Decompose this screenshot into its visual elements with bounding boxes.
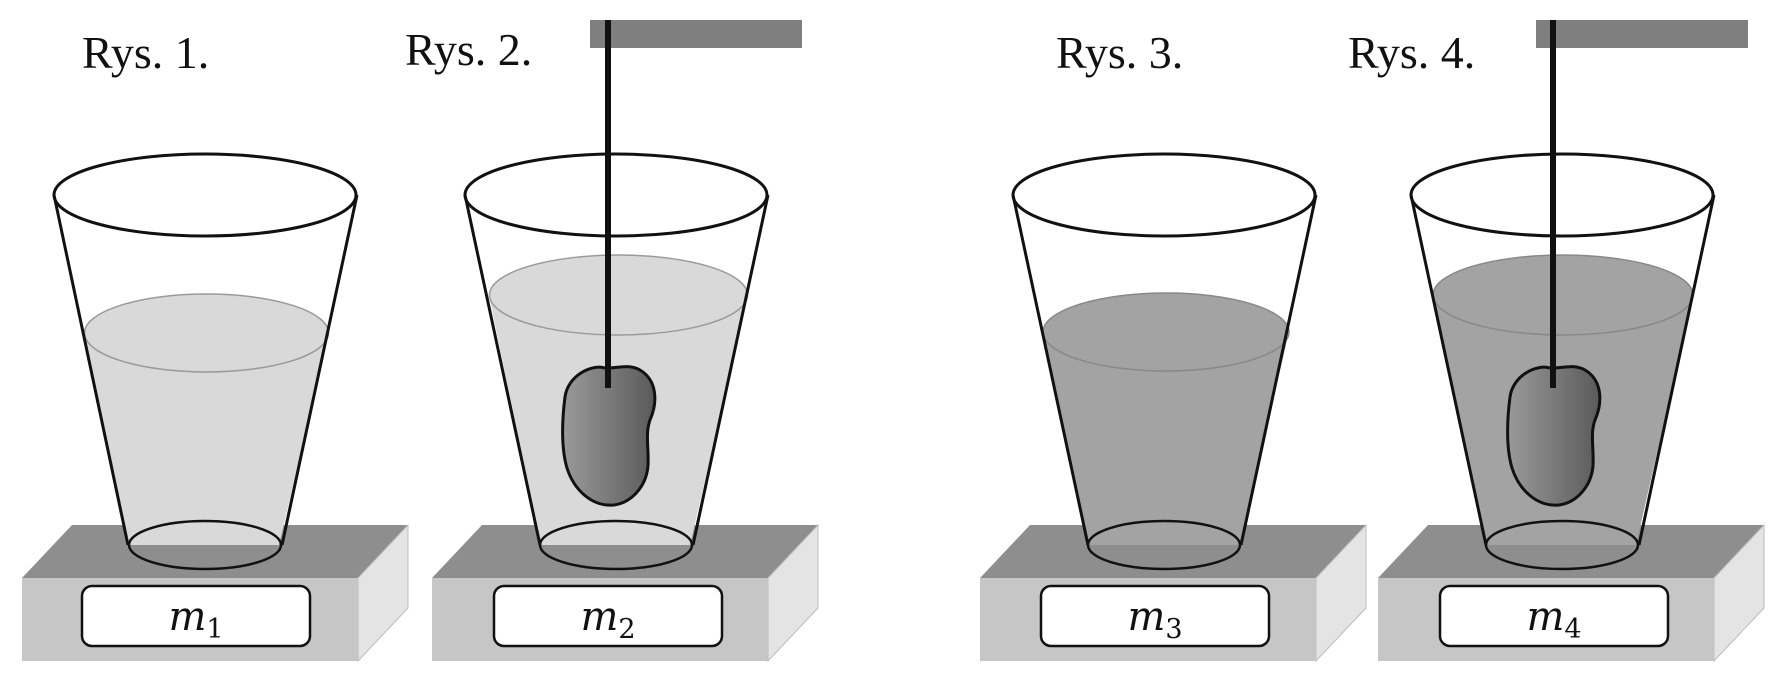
- beaker-wall-left: [463, 194, 542, 546]
- beaker-wall-right: [1637, 194, 1716, 546]
- beaker: [1011, 152, 1318, 571]
- beaker-rim: [1011, 152, 1317, 238]
- figure-label: Rys. 4.: [1348, 27, 1475, 78]
- beaker-base: [127, 519, 283, 571]
- figure-label: Rys. 3.: [1056, 27, 1183, 78]
- beaker-rim: [52, 152, 358, 238]
- beaker-wall-left: [1409, 194, 1488, 546]
- beaker-wall-left: [1011, 194, 1090, 546]
- scale-display: [1039, 584, 1271, 648]
- beaker: [1409, 152, 1716, 571]
- liquid-surface: [1432, 254, 1694, 336]
- scale: m2: [432, 523, 819, 663]
- beaker-wall-right: [1239, 194, 1318, 546]
- figure-label: Rys. 2.: [405, 24, 532, 75]
- scale-top: [980, 525, 1366, 578]
- stone: [561, 365, 657, 507]
- scale: m4: [1378, 523, 1765, 663]
- scale-display: [80, 584, 312, 648]
- scale-top: [1378, 525, 1764, 578]
- beaker: [52, 152, 359, 571]
- figure-2: Rys. 2. m2: [405, 20, 819, 663]
- beaker-rim: [1409, 152, 1715, 238]
- mass-readout: m1: [168, 594, 223, 645]
- liquid-surface: [488, 254, 749, 336]
- scale-top: [432, 525, 818, 578]
- scale: m3: [980, 523, 1367, 663]
- mass-readout: m3: [1127, 594, 1182, 645]
- beaker-wall-right: [280, 194, 359, 546]
- scale-top: [22, 525, 408, 578]
- liquid-surface: [1042, 292, 1290, 372]
- liquid: [84, 333, 329, 545]
- beaker: [463, 152, 770, 571]
- mass-readout: m4: [1526, 594, 1581, 645]
- scale-display: [1438, 584, 1670, 648]
- figure-label: Rys. 1.: [82, 27, 209, 78]
- stand: [1536, 20, 1748, 388]
- scale-display: [492, 584, 724, 648]
- figure-1: Rys. 1. m1: [22, 27, 409, 663]
- liquid-surface: [83, 293, 330, 373]
- liquid: [1043, 332, 1289, 545]
- beaker-wall-left: [52, 194, 130, 546]
- beaker-rim: [463, 152, 769, 238]
- scale: m1: [22, 523, 409, 663]
- figure-4: Rys. 4. m4: [1348, 20, 1765, 663]
- beaker-wall-right: [691, 194, 770, 546]
- mass-readout: m2: [580, 594, 635, 645]
- stand-rod: [590, 20, 802, 48]
- stand-rod: [1536, 20, 1748, 48]
- figure-3: Rys. 3. m3: [980, 27, 1367, 663]
- stand: [590, 20, 802, 388]
- stone: [1506, 365, 1602, 507]
